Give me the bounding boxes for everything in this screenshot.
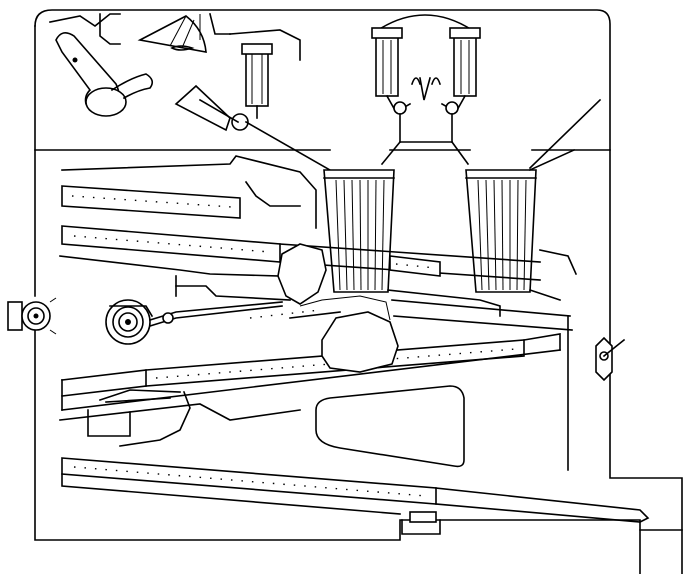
side-bracket xyxy=(595,336,626,382)
upper-compartment xyxy=(49,13,602,172)
conveyor-belt xyxy=(389,255,441,277)
machine-cabinet xyxy=(34,9,683,574)
axle-hub xyxy=(7,297,57,335)
conveyor-belt xyxy=(61,457,650,523)
hopper xyxy=(323,169,395,293)
conveyor-belt xyxy=(61,185,241,219)
rock-lump xyxy=(277,243,327,305)
fan-plate xyxy=(137,15,207,53)
rock-lump xyxy=(299,295,399,373)
hopper xyxy=(465,169,537,293)
twin-cylinder-assembly xyxy=(371,14,481,166)
pulley xyxy=(105,299,341,345)
hydraulic-cylinder xyxy=(174,43,332,172)
lever-arm xyxy=(55,32,154,117)
frame-lines xyxy=(59,148,578,471)
lower-frame xyxy=(59,385,465,535)
conveyor-belt xyxy=(61,333,561,411)
